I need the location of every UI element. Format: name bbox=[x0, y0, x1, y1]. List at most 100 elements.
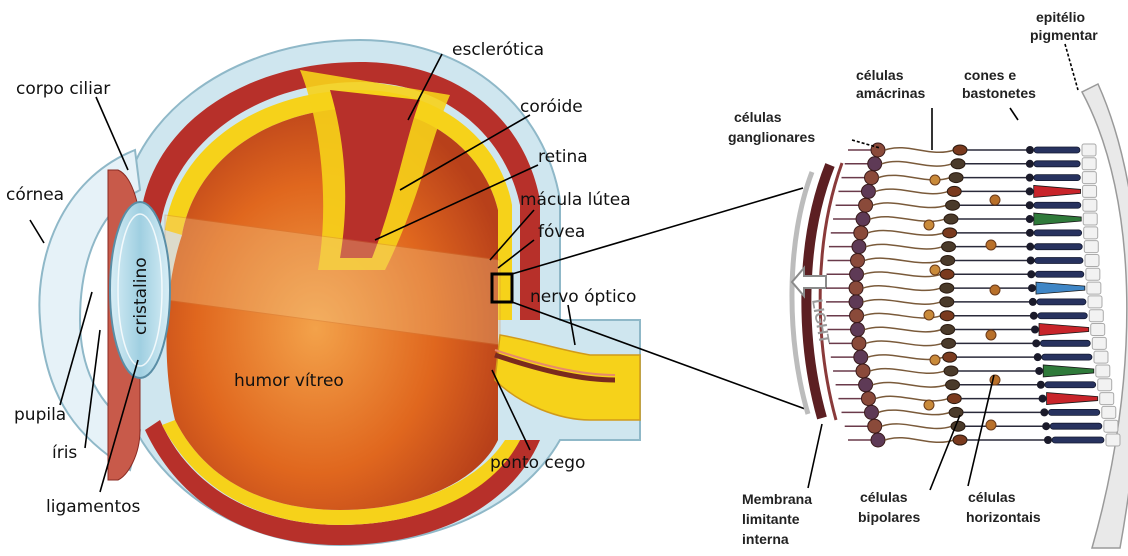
ganglion-cell bbox=[850, 309, 864, 323]
pigment-cell bbox=[1082, 158, 1096, 170]
rod-cell bbox=[1042, 354, 1092, 360]
ganglion-cell bbox=[851, 323, 865, 337]
ganglion-cell bbox=[854, 350, 868, 364]
pigment-cell bbox=[1091, 324, 1105, 336]
pigment-cell bbox=[1083, 185, 1097, 197]
synapse-fiber bbox=[864, 272, 942, 277]
photoreceptor-nucleus bbox=[1026, 174, 1034, 182]
cone-cell bbox=[1034, 185, 1081, 197]
photoreceptor-nucleus bbox=[1035, 367, 1043, 375]
ganglion-cell bbox=[868, 419, 882, 433]
pigment-cell bbox=[1083, 213, 1097, 225]
synapse-fiber bbox=[868, 231, 944, 236]
photoreceptor-nucleus bbox=[1042, 422, 1050, 430]
bipolar-cell bbox=[951, 159, 965, 169]
cone-cell bbox=[1034, 213, 1081, 225]
pigment-cell bbox=[1092, 337, 1106, 349]
rod-cell bbox=[1035, 257, 1083, 263]
synapse-fiber bbox=[882, 162, 952, 167]
rod-cell bbox=[1034, 244, 1082, 250]
label-membrana-2: limitante bbox=[742, 511, 800, 527]
photoreceptor-nucleus bbox=[1040, 408, 1048, 416]
photoreceptor-nucleus bbox=[1029, 298, 1037, 306]
ganglion-cell bbox=[859, 198, 873, 212]
pigment-cell bbox=[1085, 254, 1099, 266]
bipolar-cell bbox=[943, 228, 957, 238]
label-retina: retina bbox=[538, 147, 588, 167]
bipolar-cell bbox=[941, 255, 955, 265]
retina-cell-layers bbox=[826, 143, 1120, 447]
label-horizontais-1: células bbox=[968, 489, 1016, 505]
cone-cell bbox=[1036, 282, 1085, 294]
pigment-cell bbox=[1086, 268, 1100, 280]
ganglion-cell bbox=[849, 281, 863, 295]
ganglion-cell bbox=[865, 171, 879, 185]
label-macula-lutea: mácula lútea bbox=[520, 190, 631, 210]
pigment-cell bbox=[1102, 406, 1116, 418]
label-nervo-optico: nervo óptico bbox=[530, 287, 636, 307]
pigment-cell bbox=[1088, 296, 1102, 308]
label-esclerotica: esclerótica bbox=[452, 40, 544, 60]
label-epitelio-2: pigmentar bbox=[1030, 27, 1098, 43]
ganglion-cell bbox=[852, 336, 866, 350]
ganglion-cell bbox=[868, 157, 882, 171]
bipolar-cell bbox=[947, 394, 961, 404]
photoreceptor-nucleus bbox=[1028, 284, 1036, 292]
label-membrana-1: Membrana bbox=[742, 491, 812, 507]
bipolar-cell bbox=[940, 269, 954, 279]
rod-cell bbox=[1034, 175, 1081, 181]
rod-cell bbox=[1035, 271, 1084, 277]
synapse-fiber bbox=[885, 148, 954, 153]
cone-cell bbox=[1043, 365, 1094, 377]
bipolar-cell bbox=[940, 297, 954, 307]
label-pupila: pupila bbox=[14, 405, 66, 425]
pigment-cell bbox=[1100, 393, 1114, 405]
label-membrana-3: interna bbox=[742, 531, 789, 547]
ganglion-cell bbox=[871, 433, 885, 447]
pigment-cell bbox=[1106, 434, 1120, 446]
synapse-fiber bbox=[870, 217, 945, 222]
bipolar-cell bbox=[942, 242, 956, 252]
bipolar-cell bbox=[944, 214, 958, 224]
synapse-fiber bbox=[882, 424, 952, 429]
pigment-cell bbox=[1087, 282, 1101, 294]
retina-labels: epitélio pigmentar células amácrinas con… bbox=[728, 9, 1098, 547]
synapse-fiber bbox=[885, 438, 954, 443]
photoreceptor-nucleus bbox=[1027, 270, 1035, 278]
bipolar-cell bbox=[953, 145, 967, 155]
bipolar-cell bbox=[949, 407, 963, 417]
photoreceptor-nucleus bbox=[1026, 146, 1034, 154]
synapse-fiber bbox=[863, 300, 941, 305]
ganglion-cell bbox=[851, 253, 865, 267]
rod-cell bbox=[1034, 230, 1082, 236]
label-cornea: córnea bbox=[6, 185, 64, 205]
amacrine-cell bbox=[924, 400, 934, 410]
bipolar-cell bbox=[940, 283, 954, 293]
photoreceptor-nucleus bbox=[1037, 381, 1045, 389]
label-amacrinas-2: amácrinas bbox=[856, 85, 925, 101]
label-cones-2: bastonetes bbox=[962, 85, 1036, 101]
horizontal-cell bbox=[986, 420, 996, 430]
synapse-fiber bbox=[875, 396, 948, 401]
amacrine-cell bbox=[924, 220, 934, 230]
ganglion-cell bbox=[852, 240, 866, 254]
rod-cell bbox=[1045, 382, 1096, 388]
rod-cell bbox=[1038, 313, 1087, 319]
label-cristalino: cristalino bbox=[131, 257, 151, 335]
label-ponto-cego: ponto cego bbox=[490, 453, 585, 473]
retina-leader-lines bbox=[808, 44, 1078, 490]
bipolar-cell bbox=[951, 421, 965, 431]
bipolar-cell bbox=[944, 366, 958, 376]
amacrine-cell bbox=[930, 175, 940, 185]
pigment-cell bbox=[1082, 144, 1096, 156]
synapse-fiber bbox=[873, 382, 947, 387]
rod-cell bbox=[1048, 409, 1099, 415]
bipolar-cell bbox=[943, 352, 957, 362]
bipolar-cell bbox=[946, 380, 960, 390]
amacrine-cell bbox=[930, 355, 940, 365]
bipolar-cell bbox=[941, 325, 955, 335]
bipolar-cell bbox=[947, 186, 961, 196]
photoreceptor-nucleus bbox=[1026, 229, 1034, 237]
synapse-fiber bbox=[875, 189, 948, 194]
